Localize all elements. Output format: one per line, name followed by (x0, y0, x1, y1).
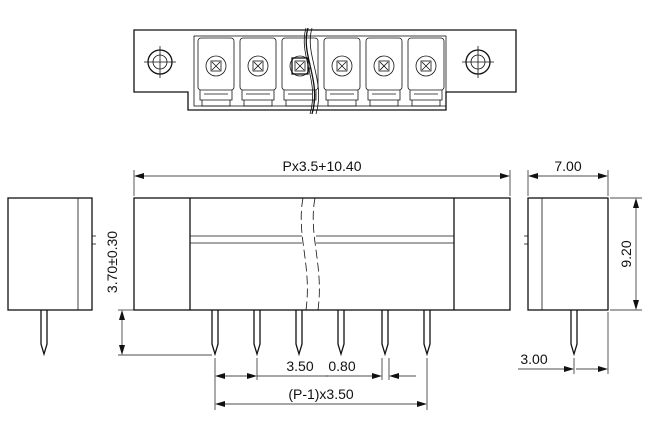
left-side-body (7, 197, 93, 311)
top-view-flange (133, 29, 517, 111)
right-side-view (524, 197, 609, 357)
dim-pin-offset-label: 3.00 (520, 351, 547, 367)
screw-head-icon (247, 55, 269, 77)
right-side-body (527, 197, 609, 311)
dim-pin-span: (P-1)x3.50 (215, 358, 428, 410)
dim-pin-span-label: (P-1)x3.50 (288, 386, 354, 402)
dim-height-label: 9.20 (618, 240, 634, 267)
dim-depth-label: 7.00 (554, 158, 581, 174)
break-line-icon (309, 27, 320, 115)
screw-head-icon (331, 55, 353, 77)
screw-head-icon (373, 55, 395, 77)
right-side-pin (570, 310, 578, 357)
break-line-icon (305, 27, 316, 115)
dim-pin-width: 0.80 (326, 358, 416, 380)
dim-overall-length: Px3.5+10.40 (133, 158, 511, 196)
screw-head-icon (205, 55, 227, 77)
top-view (133, 27, 517, 115)
terminal-cell (407, 37, 445, 107)
pin (337, 310, 345, 357)
dim-pin-length-label: 3.70±0.30 (104, 231, 120, 293)
break-line-icon (300, 197, 308, 311)
mounting-hole-icon (144, 46, 176, 78)
dim-pin-length: 3.70±0.30 (104, 231, 212, 356)
left-side-pin (40, 310, 48, 357)
terminal-cell (197, 37, 235, 107)
top-view-body (193, 35, 447, 107)
dim-depth: 7.00 (527, 158, 609, 196)
terminal-cell (239, 37, 277, 107)
front-view (133, 197, 511, 357)
front-view-pins (211, 310, 431, 357)
front-view-body (133, 197, 511, 311)
dim-pitch-label: 3.50 (286, 358, 313, 374)
break-line-icon (312, 197, 320, 311)
dim-overall-length-label: Px3.5+10.40 (282, 158, 361, 174)
break-line-icon (303, 27, 314, 115)
screw-cells (197, 37, 445, 107)
terminal-cell (365, 37, 403, 107)
screw-head-icon (415, 55, 437, 77)
dim-pitch: 3.50 (214, 358, 328, 410)
pin (381, 310, 389, 357)
pin (253, 310, 261, 357)
pin (211, 310, 219, 357)
left-side-view (7, 197, 96, 357)
pin (423, 310, 431, 357)
dim-pin-offset: 3.00 (518, 312, 609, 374)
pin (295, 310, 303, 357)
mounting-hole-icon (462, 46, 494, 78)
dim-pin-width-label: 0.80 (328, 358, 355, 374)
dim-height: 9.20 (610, 197, 642, 311)
terminal-cell (323, 37, 361, 107)
